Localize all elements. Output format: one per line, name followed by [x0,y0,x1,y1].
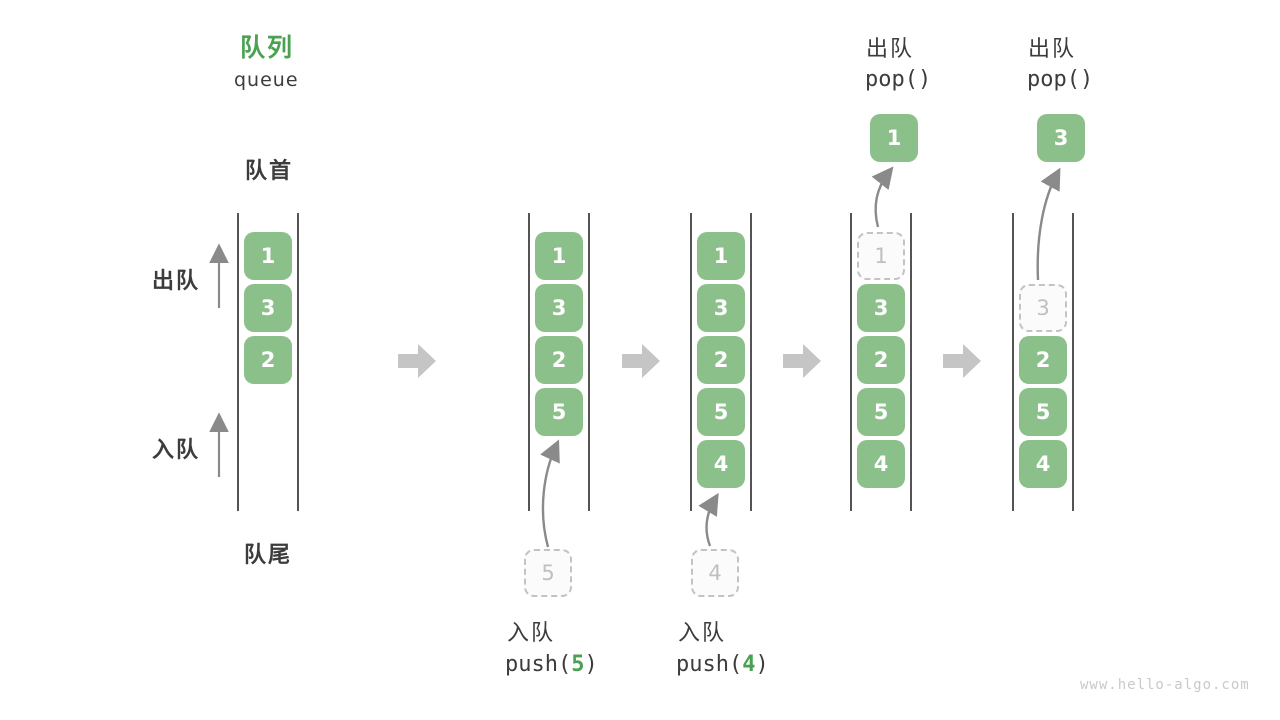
label-dequeue-op-2: 出队 [1028,37,1077,62]
watermark: www.hello-algo.com [1080,677,1250,693]
label-queue-front: 队首 [245,159,294,184]
ghost-cell: 1 [857,232,905,280]
call-push5-prefix: push( [505,652,572,677]
label-enqueue-side: 入队 [152,438,201,463]
diagram-subtitle: queue [234,69,299,91]
queue-cell: 2 [857,336,905,384]
queue-cell: 1 [697,232,745,280]
diagram-title: 队列 [240,33,295,62]
call-push5-arg: 5 [571,652,585,677]
queue-pipe-3 [690,213,752,511]
popped-cell-pop1: 1 [870,114,918,162]
call-push4: push(4) [676,652,769,677]
staged-cell-push5: 5 [524,549,572,597]
call-push4-prefix: push( [676,652,743,677]
queue-cell: 2 [697,336,745,384]
queue-cell: 2 [1019,336,1067,384]
queue-cell: 2 [535,336,583,384]
queue-cell: 5 [857,388,905,436]
flow-arrow-icon-4 [943,344,981,378]
flow-arrow-icon-3 [783,344,821,378]
call-push4-arg: 4 [742,652,756,677]
staged-cell-push4: 4 [691,549,739,597]
queue-pipe-5 [1012,213,1074,511]
queue-cell: 1 [535,232,583,280]
queue-cell: 2 [244,336,292,384]
label-dequeue-op-1: 出队 [866,37,915,62]
queue-cell: 1 [244,232,292,280]
queue-pipe-4 [850,213,912,511]
call-push4-suffix: ) [755,652,769,677]
popped-cell-pop3: 3 [1037,114,1085,162]
call-push5: push(5) [505,652,598,677]
flow-arrow-icon-1 [398,344,436,378]
flow-arrow-icon-2 [622,344,660,378]
queue-cell: 4 [697,440,745,488]
queue-cell: 5 [1019,388,1067,436]
queue-cell: 4 [857,440,905,488]
call-push5-suffix: ) [584,652,598,677]
queue-pipe-2 [528,213,590,511]
ghost-cell: 3 [1019,284,1067,332]
label-dequeue-side: 出队 [152,269,201,294]
queue-cell: 3 [697,284,745,332]
queue-cell: 5 [535,388,583,436]
queue-cell: 3 [244,284,292,332]
queue-cell: 3 [535,284,583,332]
call-pop1: pop() [865,67,932,92]
label-queue-rear: 队尾 [244,543,293,568]
queue-cell: 5 [697,388,745,436]
call-pop3: pop() [1027,67,1094,92]
label-enqueue-op-1: 入队 [507,621,556,646]
queue-cell: 4 [1019,440,1067,488]
queue-cell: 3 [857,284,905,332]
queue-pipe-1 [237,213,299,511]
label-enqueue-op-2: 入队 [678,621,727,646]
